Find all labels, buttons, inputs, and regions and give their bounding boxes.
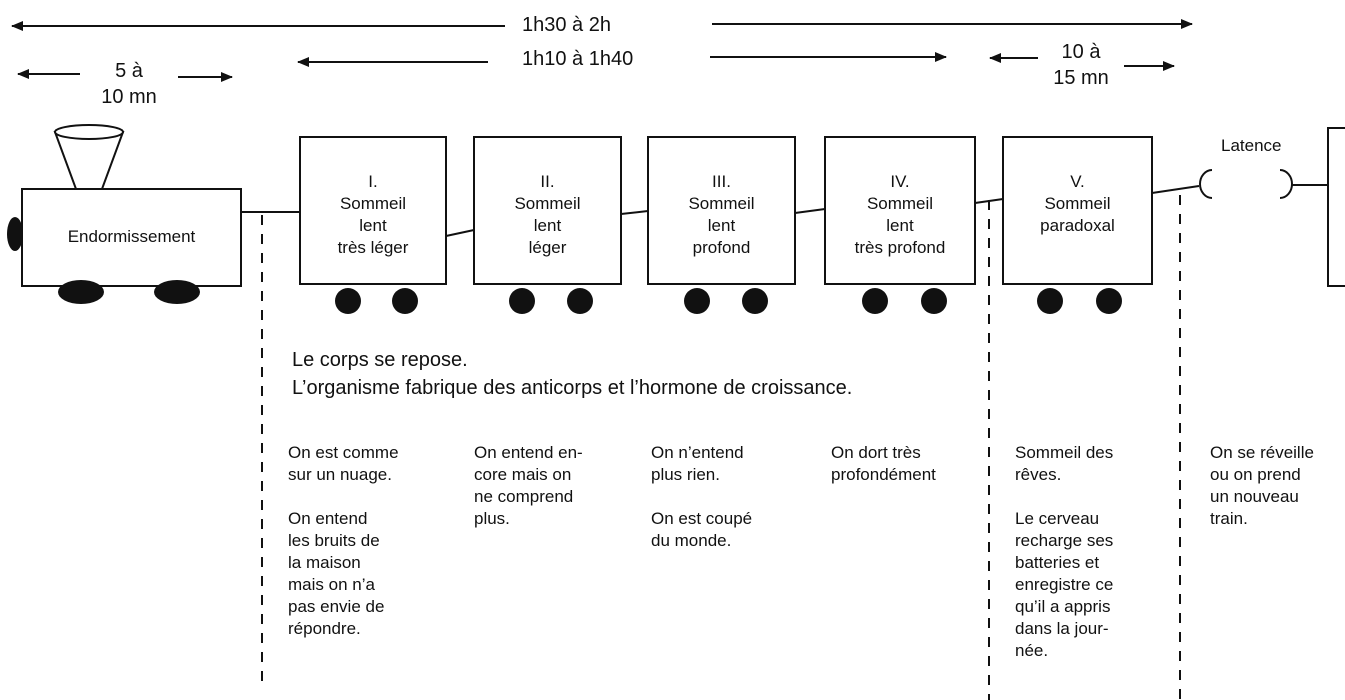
paradoxal-duration-line2: 15 mn xyxy=(1053,67,1109,89)
locomotive-chimney xyxy=(53,131,125,190)
wagon-wheel xyxy=(392,288,418,314)
wagon-5-line3: paradoxal xyxy=(1040,216,1115,235)
wagon-1-line1: I. xyxy=(368,172,378,191)
latency-hook-right xyxy=(1279,169,1293,199)
wagon-2-line4: léger xyxy=(528,238,567,257)
wagon-3-line4: profond xyxy=(692,238,751,257)
locomotive-buffer xyxy=(7,217,23,251)
description-wake: On se réveille ou on prend un nouveau tr… xyxy=(1210,443,1314,528)
wagon-wheel xyxy=(567,288,593,314)
coupling xyxy=(620,210,649,215)
falling-asleep-duration-label: 5 à 10 mn xyxy=(84,58,174,110)
coupling xyxy=(445,229,475,237)
falling-asleep-duration-line1: 5 à xyxy=(115,60,143,82)
wagon-4-box xyxy=(824,136,976,285)
wagon-2-label: II. Sommeil lent léger xyxy=(474,171,621,259)
wagon-3-label: III. Sommeil lent profond xyxy=(648,171,795,259)
wagon-1-line4: très léger xyxy=(337,238,409,257)
wagon-4-label: IV. Sommeil lent très profond xyxy=(825,171,975,259)
wagon-5-box xyxy=(1002,136,1153,285)
coupling xyxy=(794,208,826,214)
wagon-wheel xyxy=(742,288,768,314)
description-stage-2: On entend en- core mais on ne comprend p… xyxy=(474,443,583,528)
latency-hook-left xyxy=(1199,169,1213,199)
wagon-3-line1: III. xyxy=(712,172,731,191)
wagon-wheel xyxy=(684,288,710,314)
locomotive-chimney-top xyxy=(54,124,124,140)
locomotive-wheel xyxy=(154,280,200,304)
wagon-2-line2: Sommeil xyxy=(514,194,581,213)
wagon-3-line3: lent xyxy=(707,216,736,235)
next-train-edge xyxy=(1327,127,1345,287)
wagon-4-line4: très profond xyxy=(854,238,946,257)
wagon-wheel xyxy=(1096,288,1122,314)
wagon-2-box xyxy=(473,136,622,285)
coupling xyxy=(1151,185,1200,194)
latence-label: Latence xyxy=(1221,136,1282,155)
paradoxal-duration-label: 10 à 15 mn xyxy=(1040,39,1122,91)
wagon-wheel xyxy=(862,288,888,314)
wagon-3-line2: Sommeil xyxy=(688,194,755,213)
wagon-5-label: V. Sommeil paradoxal xyxy=(1003,171,1152,237)
description-stage-5: Sommeil des rêves. Le cerveau recharge s… xyxy=(1015,443,1114,660)
wagon-1-line3: lent xyxy=(359,216,387,235)
wagon-4-line3: lent xyxy=(886,216,914,235)
falling-asleep-duration-line2: 10 mn xyxy=(101,86,157,108)
total-duration-label: 1h30 à 2h xyxy=(522,14,611,36)
wagon-2-line1: II. xyxy=(540,172,555,191)
description-stage-3: On n’entend plus rien. On est coupé du m… xyxy=(651,443,753,550)
wagon-wheel xyxy=(335,288,361,314)
wagon-5-line1: V. xyxy=(1070,172,1085,191)
locomotive-body xyxy=(21,188,242,287)
wagon-4-line1: IV. xyxy=(890,172,910,191)
wagon-2-line3: lent xyxy=(533,216,562,235)
description-stage-1: On est comme sur un nuage. On entend les… xyxy=(288,443,399,638)
wagon-wheel xyxy=(921,288,947,314)
locomotive-wheel xyxy=(58,280,104,304)
description-stage-4: On dort très profondément xyxy=(831,443,936,484)
body-rest-line1: Le corps se repose. xyxy=(292,349,468,371)
slow-sleep-duration-label: 1h10 à 1h40 xyxy=(522,48,634,70)
wagon-1-line2: Sommeil xyxy=(339,194,407,213)
wagon-5-line2: Sommeil xyxy=(1044,194,1111,213)
locomotive-label: Endormissement xyxy=(67,227,196,246)
body-rest-line2: L’organisme fabrique des anticorps et l’… xyxy=(292,377,853,399)
wagon-wheel xyxy=(509,288,535,314)
wagon-4-line2: Sommeil xyxy=(866,194,934,213)
wagon-1-label: I. Sommeil lent très léger xyxy=(300,171,446,259)
wagon-1-box xyxy=(299,136,447,285)
wagon-wheel xyxy=(1037,288,1063,314)
wagon-3-box xyxy=(647,136,796,285)
paradoxal-duration-line1: 10 à xyxy=(1061,41,1101,63)
